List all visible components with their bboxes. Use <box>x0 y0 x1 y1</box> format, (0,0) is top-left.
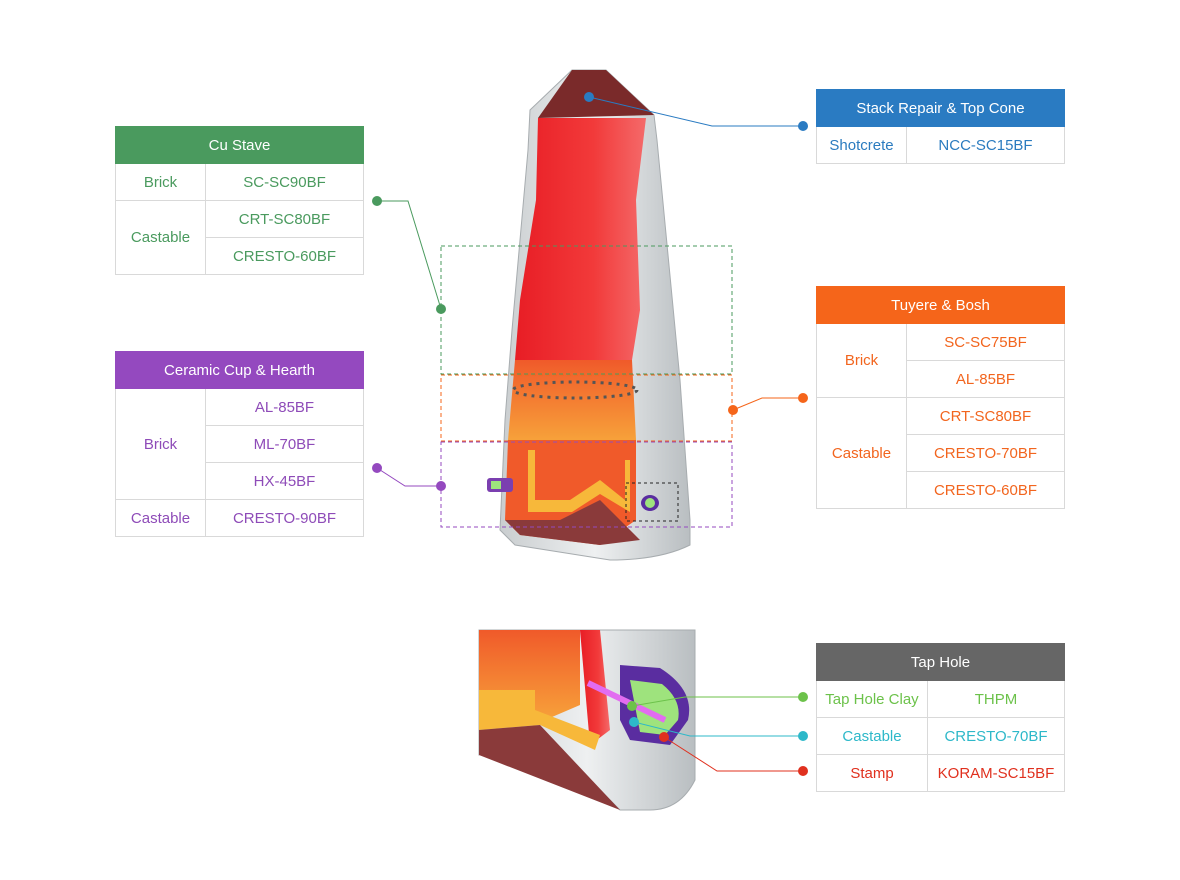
tuyere-castable-2: CRESTO-70BF <box>906 434 1065 472</box>
taphole-clay-1: THPM <box>927 680 1065 718</box>
taphole-castable-label: Castable <box>816 717 928 755</box>
tuyere-ring <box>511 380 639 400</box>
bosh-lining <box>508 360 636 440</box>
tuyere-title: Tuyere & Bosh <box>816 286 1065 324</box>
cu-stave-castable-label: Castable <box>115 200 206 275</box>
ceramic-brick-2: ML-70BF <box>205 425 364 463</box>
zone-taphole <box>625 482 679 522</box>
ceramic-cup <box>528 450 630 512</box>
stack-shotcrete-label: Shotcrete <box>816 126 907 164</box>
taphole-title: Tap Hole <box>816 643 1065 681</box>
ceramic-title: Ceramic Cup & Hearth <box>115 351 364 389</box>
ceramic-brick-1: AL-85BF <box>205 388 364 426</box>
cu-stave-castable-2: CRESTO-60BF <box>205 237 364 275</box>
tuyere-brick-label: Brick <box>816 323 907 398</box>
taphole-clay-label: Tap Hole Clay <box>816 680 928 718</box>
tuyere-castable-1: CRT-SC80BF <box>906 397 1065 435</box>
stack-lining <box>515 118 646 360</box>
ceramic-castable-label: Castable <box>115 499 206 537</box>
tuyere-brick-2: AL-85BF <box>906 360 1065 398</box>
taphole-detail <box>478 629 696 811</box>
taphole-stamp-label: Stamp <box>816 754 928 792</box>
tuyere-brick-1: SC-SC75BF <box>906 323 1065 361</box>
furnace-body <box>487 69 691 561</box>
top-cone <box>538 70 654 118</box>
tuyere-castable-3: CRESTO-60BF <box>906 471 1065 509</box>
cu-stave-title: Cu Stave <box>115 126 364 164</box>
cu-stave-brick-1: SC-SC90BF <box>205 163 364 201</box>
ceramic-brick-3: HX-45BF <box>205 462 364 500</box>
cu-stave-castable-1: CRT-SC80BF <box>205 200 364 238</box>
tuyere-castable-label: Castable <box>816 397 907 509</box>
cu-stave-brick-label: Brick <box>115 163 206 201</box>
hearth-cutaway <box>505 500 640 545</box>
taphole-castable-1: CRESTO-70BF <box>927 717 1065 755</box>
taphole-stamp-1: KORAM-SC15BF <box>927 754 1065 792</box>
stack-shotcrete-1: NCC-SC15BF <box>906 126 1065 164</box>
ceramic-brick-label: Brick <box>115 388 206 500</box>
stack-title: Stack Repair & Top Cone <box>816 89 1065 127</box>
ceramic-castable-1: CRESTO-90BF <box>205 499 364 537</box>
